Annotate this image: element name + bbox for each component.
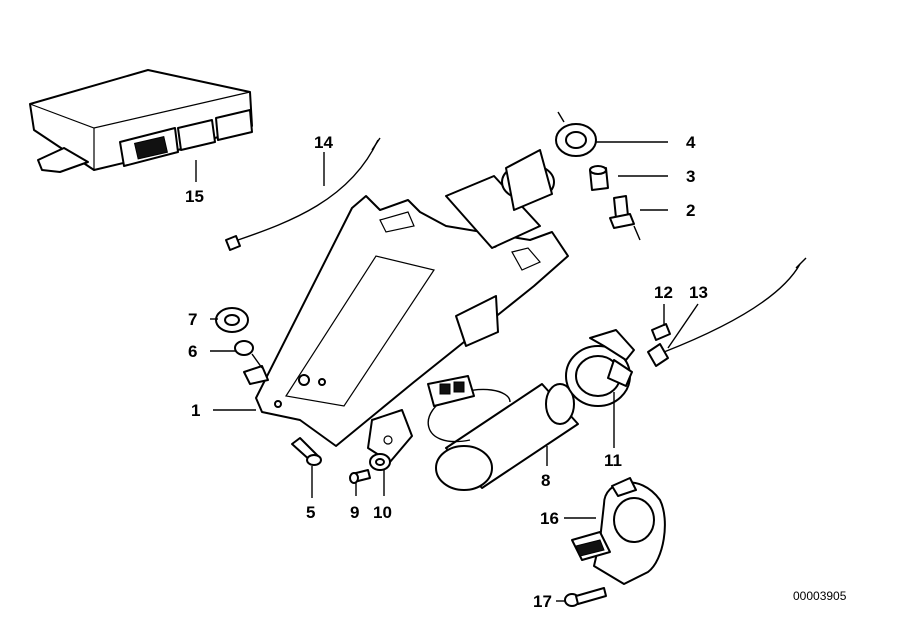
bolt-2[interactable] [609, 195, 641, 241]
sleeve-3[interactable] [589, 165, 609, 191]
screw-9[interactable] [349, 469, 371, 484]
diagram-code: 00003905 [793, 589, 847, 603]
ring-housing-11[interactable] [565, 329, 635, 407]
callout-2: 2 [686, 201, 695, 220]
washer-10[interactable] [369, 453, 391, 471]
cable-13[interactable] [647, 257, 807, 367]
screw-5[interactable] [291, 437, 322, 466]
sleeve-6[interactable] [234, 340, 263, 369]
callout-14: 14 [314, 133, 333, 152]
cable-14[interactable] [225, 137, 381, 251]
leader-lines [195, 141, 699, 602]
screw-17[interactable] [564, 587, 607, 607]
callout-17: 17 [533, 592, 552, 611]
callout-16: 16 [540, 509, 559, 528]
callout-13: 13 [689, 283, 708, 302]
callout-15: 15 [185, 187, 204, 206]
sensor-8[interactable] [427, 375, 579, 491]
callout-6: 6 [188, 342, 197, 361]
grommet-4[interactable] [555, 111, 597, 157]
callout-5: 5 [306, 503, 315, 522]
grommet-7[interactable] [215, 307, 249, 333]
callout-9: 9 [350, 503, 359, 522]
screw-12[interactable] [651, 323, 671, 341]
bracket-16[interactable] [571, 477, 666, 585]
callout-3: 3 [686, 167, 695, 186]
callout-11: 11 [604, 451, 622, 470]
control-unit[interactable] [29, 69, 253, 173]
callout-8: 8 [541, 471, 550, 490]
callout-labels: 1 2 3 4 5 6 7 8 9 10 11 12 13 14 15 16 1… [185, 133, 847, 611]
callout-10: 10 [373, 503, 392, 522]
callout-1: 1 [191, 401, 200, 420]
steering-column-bracket[interactable] [243, 149, 569, 463]
callout-12: 12 [654, 283, 673, 302]
callout-4: 4 [686, 133, 696, 152]
callout-7: 7 [188, 310, 197, 329]
